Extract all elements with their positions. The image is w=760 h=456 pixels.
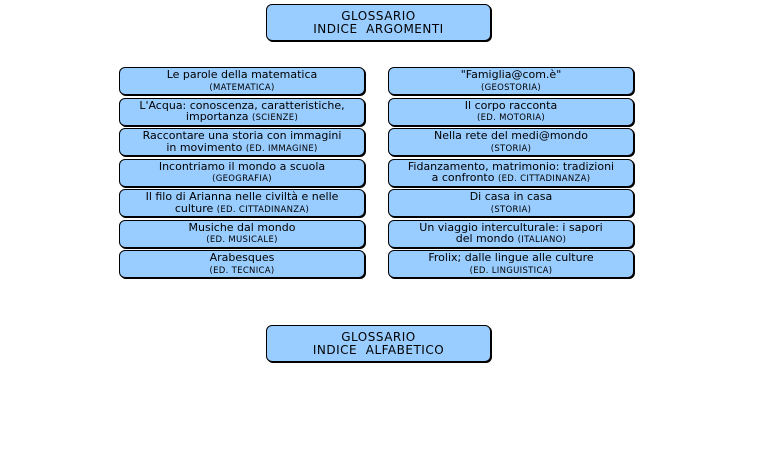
topic-title: Frolix; dalle lingue alle culture <box>428 251 594 265</box>
topic-button-ed-motoria[interactable]: Il corpo racconta (ED. MOTORIA) <box>388 97 634 126</box>
header-line-2: INDICE ARGOMENTI <box>313 21 444 36</box>
topic-subject: (ED. CITTADINANZA) <box>497 174 591 185</box>
topic-button-matematica[interactable]: Le parole della matematica (MATEMATICA) <box>119 67 365 95</box>
topic-title: Un viaggio interculturale: i sapori <box>419 220 603 234</box>
topic-button-ed-cittadinanza[interactable]: Il filo di Arianna nelle civiltà e nelle… <box>119 189 365 217</box>
topic-subject: (GEOSTORIA) <box>480 82 542 93</box>
topic-button-ed-tecnica[interactable]: Arabesques (ED. TECNICA) <box>119 250 365 278</box>
topic-title-cont: in movimento <box>166 140 246 154</box>
topic-button-ed-linguistica[interactable]: Frolix; dalle lingue alle culture (ED. L… <box>388 250 634 278</box>
header-line-1: GLOSSARIO <box>341 8 416 23</box>
topic-button-ed-cittadinanza-2[interactable]: Fidanzamento, matrimonio: tradizioni a c… <box>388 158 634 187</box>
topic-title: Il filo di Arianna nelle civiltà e nelle <box>145 190 339 204</box>
topic-button-ed-musicale[interactable]: Musiche dal mondo (ED. MUSICALE) <box>119 219 365 248</box>
topics-column-right: "Famiglia@com.è" (GEOSTORIA) Il corpo ra… <box>388 67 634 281</box>
topic-button-storia-1[interactable]: Nella rete del medi@mondo (STORIA) <box>388 128 634 156</box>
topic-button-italiano[interactable]: Un viaggio interculturale: i sapori del … <box>388 219 634 248</box>
topic-subject: (ED. CITTADINANZA) <box>216 204 310 215</box>
topic-title-cont: culture <box>174 201 217 215</box>
topic-subject: (ITALIANO) <box>517 235 567 246</box>
topic-title: Fidanzamento, matrimonio: tradizioni <box>407 159 615 173</box>
topic-title-cont: importanza <box>185 110 252 124</box>
topic-title: Il corpo racconta <box>464 98 558 112</box>
topic-title: Arabesques <box>209 251 275 265</box>
topic-title: Nella rete del medi@mondo <box>434 129 588 143</box>
topic-button-geografia[interactable]: Incontriamo il mondo a scuola (GEOGRAFIA… <box>119 158 365 187</box>
topic-title-cont: del mondo <box>455 232 518 246</box>
topic-title: Di casa in casa <box>469 190 553 204</box>
topic-title: L'Acqua: conoscenza, caratteristiche, <box>139 98 345 112</box>
topics-column-left: Le parole della matematica (MATEMATICA) … <box>119 67 365 281</box>
glossary-topic-index-button[interactable]: GLOSSARIO INDICE ARGOMENTI <box>266 4 491 41</box>
glossary-alphabetical-index-button[interactable]: GLOSSARIO INDICE ALFABETICO <box>266 325 491 362</box>
topic-title: Le parole della matematica <box>166 68 318 82</box>
footer-line-2: INDICE ALFABETICO <box>312 342 445 357</box>
topic-subject: (STORIA) <box>490 204 532 215</box>
topic-subject: (SCIENZE) <box>251 113 299 124</box>
topic-subject: (ED. TECNICA) <box>209 265 275 276</box>
topic-title: Raccontare una storia con immagini <box>142 129 342 143</box>
topic-title: Musiche dal mondo <box>188 220 296 234</box>
topic-subject: (ED. MOTORIA) <box>477 113 545 124</box>
topic-button-geostoria[interactable]: "Famiglia@com.è" (GEOSTORIA) <box>388 67 634 95</box>
footer-line-1: GLOSSARIO <box>341 329 416 344</box>
topic-subject: (STORIA) <box>490 143 532 154</box>
topic-subject: (ED. IMMAGINE) <box>245 143 318 154</box>
topic-button-ed-immagine[interactable]: Raccontare una storia con immagini in mo… <box>119 128 365 156</box>
topic-subject: (GEOGRAFIA) <box>212 174 272 185</box>
topic-subject: (ED. LINGUISTICA) <box>469 265 553 276</box>
topic-button-scienze[interactable]: L'Acqua: conoscenza, caratteristiche, im… <box>119 97 365 126</box>
topic-title: "Famiglia@com.è" <box>460 68 562 82</box>
topic-subject: (ED. MUSICALE) <box>206 235 278 246</box>
topic-subject: (MATEMATICA) <box>209 82 275 93</box>
topic-title-cont: a confronto <box>431 171 498 185</box>
topic-button-storia-2[interactable]: Di casa in casa (STORIA) <box>388 189 634 217</box>
topic-title: Incontriamo il mondo a scuola <box>158 159 326 173</box>
